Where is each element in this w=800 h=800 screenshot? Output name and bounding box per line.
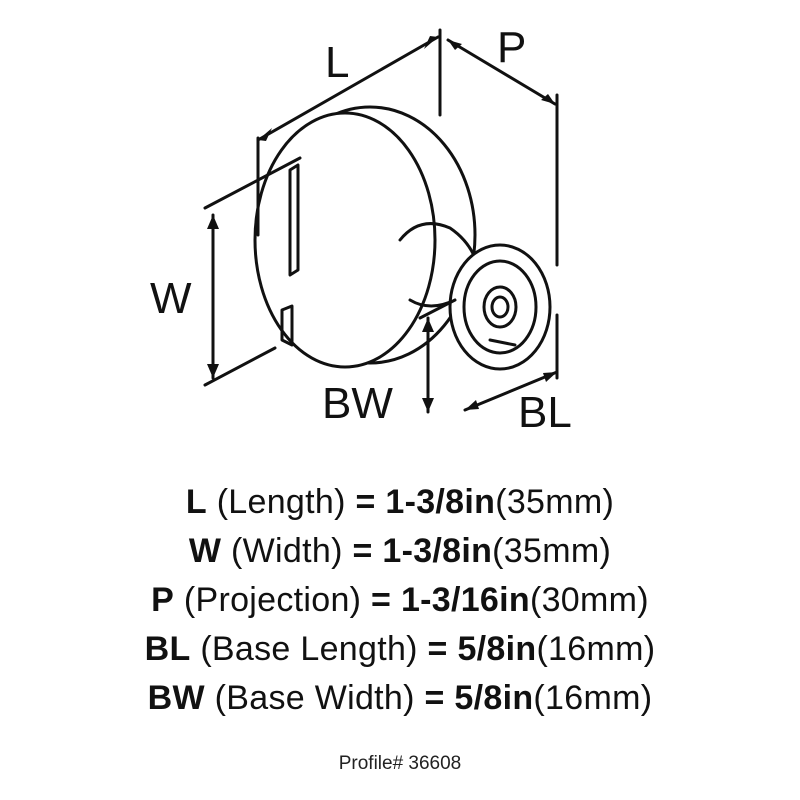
base-width-label: BW — [322, 379, 393, 428]
knob-face — [253, 111, 437, 369]
spec-imperial: 1-3/8in — [382, 532, 493, 570]
spec-code: BW — [147, 679, 205, 717]
spec-imperial: 5/8in — [457, 630, 537, 668]
spec-desc: (Projection) — [183, 581, 362, 619]
spec-desc: (Width) — [231, 532, 343, 570]
spec-desc: (Base Length) — [200, 630, 418, 668]
base-length-dimension-line — [463, 370, 559, 412]
spec-code: BL — [144, 630, 191, 668]
length-label: L — [325, 38, 349, 87]
spec-line-projection: P (Projection) = 1-3/16in(30mm) — [0, 576, 800, 625]
spec-metric: (35mm) — [495, 483, 615, 521]
spec-metric: (35mm) — [492, 532, 612, 570]
spec-imperial: 1-3/16in — [400, 581, 530, 619]
spec-metric: (16mm) — [533, 679, 653, 717]
spec-code: P — [151, 581, 175, 619]
spec-metric: (16mm) — [536, 630, 656, 668]
profile-number: Profile# 36608 — [338, 753, 462, 774]
spec-eq: = — [355, 483, 376, 521]
base-length-label: BL — [518, 388, 572, 437]
spec-line-base-length: BL (Base Length) = 5/8in(16mm) — [0, 625, 800, 674]
spec-code: W — [188, 532, 222, 570]
length-dimension-line — [256, 35, 440, 142]
specification-list: L (Length) = 1-3/8in(35mm) W (Width) = 1… — [0, 478, 800, 723]
spec-eq: = — [371, 581, 392, 619]
spec-desc: (Base Width) — [214, 679, 415, 717]
projection-label: P — [497, 23, 526, 72]
knob-dimension-diagram: L P W BW BL — [150, 23, 572, 437]
spec-line-width: W (Width) = 1-3/8in(35mm) — [0, 527, 800, 576]
spec-eq: = — [424, 679, 445, 717]
spec-code: L — [185, 483, 207, 521]
spec-desc: (Length) — [216, 483, 346, 521]
spec-imperial: 5/8in — [454, 679, 534, 717]
spec-metric: (30mm) — [529, 581, 649, 619]
spec-eq: = — [352, 532, 373, 570]
spec-eq: = — [427, 630, 448, 668]
knob-groove — [288, 163, 300, 277]
width-label: W — [150, 274, 192, 323]
projection-dimension-line — [446, 38, 557, 106]
spec-imperial: 1-3/8in — [385, 483, 496, 521]
spec-line-base-width: BW (Base Width) = 5/8in(16mm) — [0, 674, 800, 723]
spec-line-length: L (Length) = 1-3/8in(35mm) — [0, 478, 800, 527]
